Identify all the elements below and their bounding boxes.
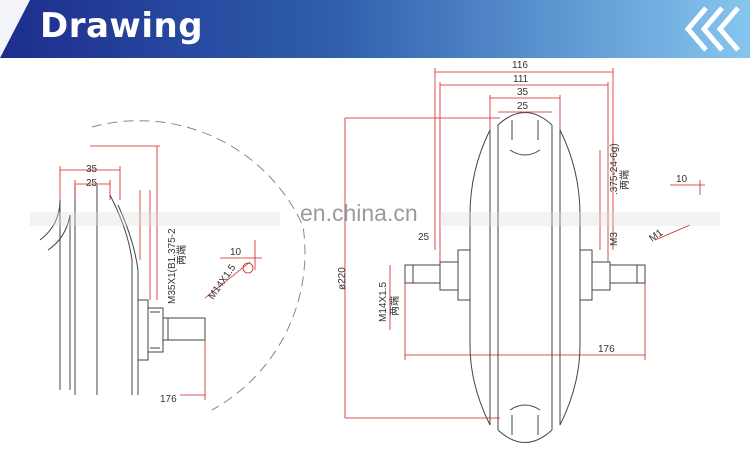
main-thread-short: M3 — [609, 232, 620, 246]
detail-dimension-labels: 35 25 10 176 M35X1(B1.375-2 两端 M14X1.5 — [86, 164, 242, 405]
main-thread-note: 两端 — [618, 170, 631, 190]
main-bolt-short: M1 — [647, 227, 665, 244]
banner-background — [0, 0, 750, 58]
main-dim-111: 111 — [513, 74, 529, 85]
detail-bolt-label: M14X1.5 — [206, 262, 238, 301]
main-dim-116: 116 — [512, 60, 528, 71]
watermark-band — [30, 212, 720, 226]
main-dim-25-side: 25 — [418, 232, 430, 243]
main-thread-label: .375-24-6g) — [609, 143, 620, 195]
header-banner: Drawing — [0, 0, 750, 58]
page-title: Drawing — [40, 6, 204, 46]
watermark-text: en.china.cn — [300, 200, 418, 226]
main-diameter-220: ø220 — [337, 267, 348, 290]
detail-dimension-lines — [59, 145, 262, 400]
detail-boundary-circle — [91, 120, 306, 411]
detail-thread-label: M35X1(B1.375-2 — [167, 228, 178, 304]
main-bolt-label: M14X1.5 — [378, 282, 389, 322]
detail-wheel-outline — [39, 185, 206, 395]
hub-motor-drawing: 35 25 10 176 M35X1(B1.375-2 两端 M14X1.5 — [30, 60, 720, 443]
main-bolt-note: 两端 — [388, 296, 401, 316]
main-dim-176: 176 — [598, 344, 615, 355]
main-dimension-labels: 116 111 35 25 25 10 176 ø220 .375-24-6g)… — [337, 60, 688, 355]
detail-dim-10: 10 — [230, 247, 242, 258]
main-dim-25: 25 — [517, 101, 529, 112]
detail-dim-35: 35 — [86, 164, 98, 175]
detail-dim-176: 176 — [160, 394, 177, 405]
chevrons-left-icon — [684, 6, 740, 52]
main-dim-10: 10 — [676, 174, 688, 185]
main-dimension-lines — [344, 68, 705, 419]
hub-motor-outline — [404, 112, 646, 443]
detail-dim-25: 25 — [86, 178, 98, 189]
detail-thread-note: 两端 — [175, 245, 188, 265]
detail-view: 35 25 10 176 M35X1(B1.375-2 两端 M14X1.5 — [39, 120, 306, 411]
main-view: 116 111 35 25 25 10 176 ø220 .375-24-6g)… — [337, 60, 705, 443]
main-dim-35: 35 — [517, 87, 529, 98]
